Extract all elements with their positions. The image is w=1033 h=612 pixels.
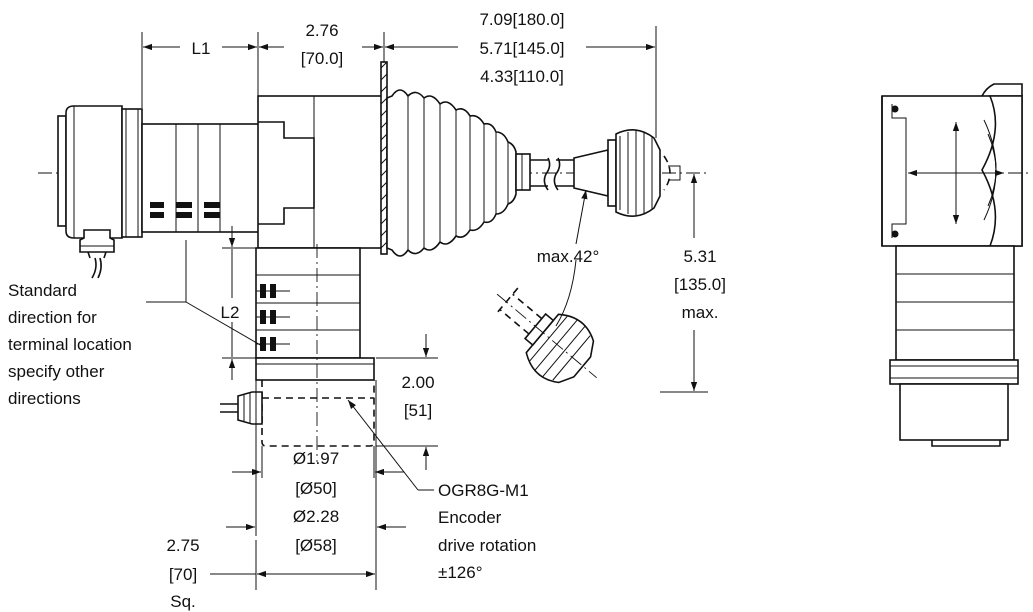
cable-gland-left	[79, 229, 115, 279]
dim-276-in: 2.76	[305, 21, 338, 40]
front-view	[881, 83, 1028, 447]
dim-sq-label: Sq.	[170, 592, 196, 611]
encoder-note: OGR8G-M1 Encoder drive rotation ±126°	[438, 481, 536, 582]
note-terminal-line-3: terminal location	[8, 335, 132, 354]
dim-531-mm: [135.0]	[674, 275, 726, 294]
dim-276-mm: [70.0]	[301, 49, 344, 68]
dim-709: 7.09[180.0]	[479, 10, 564, 29]
contact-blocks-horizontal	[141, 123, 261, 233]
dim-l2: L2	[221, 303, 240, 322]
terminal-markers	[150, 202, 220, 218]
tilted-handle-ghost	[494, 287, 597, 384]
dim-dia228-mm: [Ø58]	[295, 536, 337, 555]
dim-dia228-in: Ø2.28	[293, 507, 339, 526]
joystick-shaft	[515, 153, 578, 191]
mounting-plate	[380, 61, 388, 255]
dim-571: 5.71[145.0]	[479, 39, 564, 58]
dim-531-in: 5.31	[683, 247, 716, 266]
dim-angle: max.42°	[537, 247, 600, 266]
note-encoder-line-2: Encoder	[438, 508, 502, 527]
terminal-direction-note: Standard direction for terminal location…	[8, 281, 132, 408]
note-terminal-line-5: directions	[8, 389, 81, 408]
dim-dia197-in: Ø1.97	[293, 449, 339, 468]
dim-531-max: max.	[682, 303, 719, 322]
note-encoder-line-1: OGR8G-M1	[438, 481, 529, 500]
note-terminal-line-1: Standard	[8, 281, 77, 300]
dimension-lines	[141, 26, 708, 590]
side-view	[38, 61, 708, 462]
dim-433: 4.33[110.0]	[480, 67, 564, 86]
note-encoder-line-3: drive rotation	[438, 536, 536, 555]
optional-encoder-outline	[220, 380, 375, 447]
dim-dia197-mm: [Ø50]	[295, 479, 337, 498]
dim-200-mm: [51]	[404, 401, 432, 420]
handle-knob	[573, 129, 681, 217]
note-terminal-line-2: direction for	[8, 308, 97, 327]
dim-l1: L1	[192, 39, 211, 58]
dim-sq275-in: 2.75	[166, 536, 199, 555]
contact-blocks-vertical	[255, 247, 375, 381]
dim-200-in: 2.00	[401, 373, 434, 392]
end-cap	[57, 105, 143, 239]
note-terminal-line-4: specify other	[8, 362, 105, 381]
bellows-boot	[386, 89, 517, 257]
dim-sq275-mm: [70]	[169, 565, 197, 584]
dimension-labels: L1 2.76 [70.0] 7.09[180.0] 5.71[145.0] 4…	[166, 10, 726, 611]
main-housing	[257, 95, 385, 249]
note-encoder-line-4: ±126°	[438, 563, 483, 582]
